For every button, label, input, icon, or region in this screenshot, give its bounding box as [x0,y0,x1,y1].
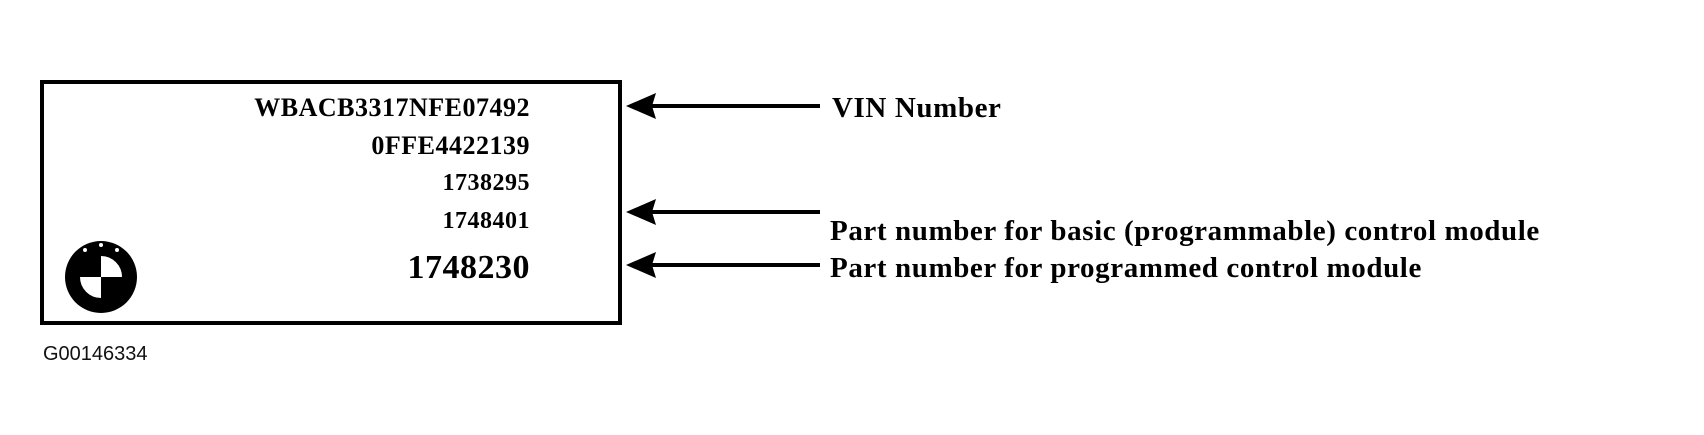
label-code-line-2: 0FFE4422139 [371,131,530,160]
vin-code: WBACB3317NFE07492 [254,93,530,122]
vin-number-callout: VIN Number [832,92,1002,124]
programmed-module-arrow [626,252,820,278]
figure-id: G00146334 [43,343,148,365]
vin-arrow [626,93,820,119]
basic-module-part-number: 1748401 [442,208,530,234]
basic-module-arrow [626,199,820,225]
programmed-module-part-number: 1748230 [407,249,530,286]
basic-module-callout: Part number for basic (programmable) con… [830,215,1540,247]
bmw-roundel-icon [65,241,137,313]
label-code-line-3: 1738295 [442,170,530,196]
programmed-module-callout: Part number for programmed control modul… [830,252,1422,284]
module-label: WBACB3317NFE07492 0FFE4422139 1738295 17… [40,80,622,325]
